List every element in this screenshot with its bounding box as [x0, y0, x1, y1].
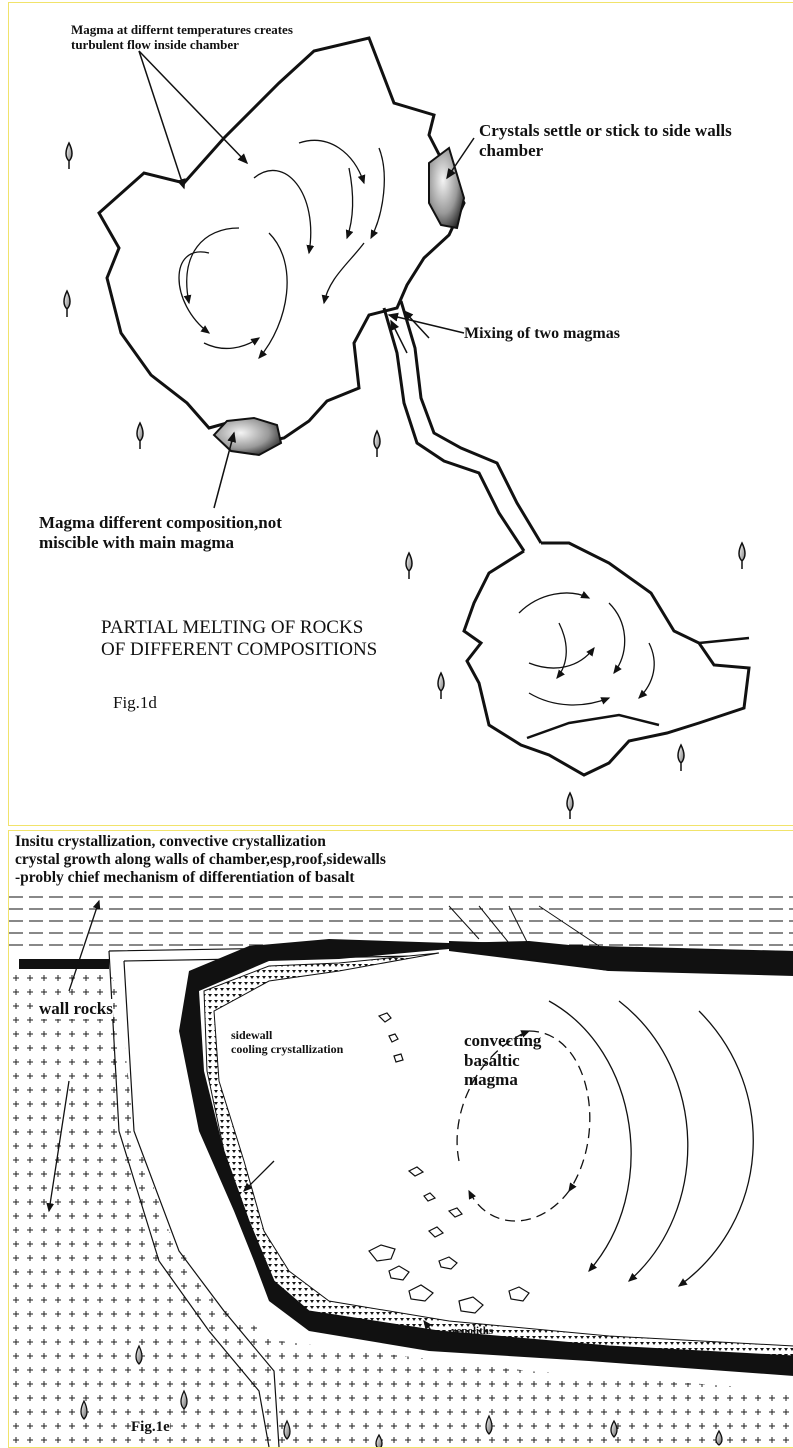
crystallized-wall: [179, 939, 793, 1376]
droplet-icon: [66, 143, 72, 169]
droplet-icon: [137, 423, 143, 449]
crystals-settle-label: Crystals settle or stick to side walls c…: [479, 121, 732, 160]
figure-1e-header: Insitu crystallization, convective cryst…: [15, 833, 386, 886]
wall-rock-droplets: [64, 143, 745, 819]
cumulate-layer: [204, 953, 793, 1356]
immiscible-magma-blob: [214, 418, 281, 455]
turbulent-flow-label: Magma at differnt temperatures creates t…: [71, 23, 293, 53]
convecting-magma-label: convecting basaltic magma: [464, 1031, 541, 1090]
sedimentary-strata: [9, 897, 793, 945]
droplet-icon: [739, 543, 745, 569]
immiscible-magma-label: Magma different composition,not miscible…: [39, 513, 282, 552]
wall-rocks-region: [9, 971, 793, 1447]
droplet-icon: [406, 553, 412, 579]
mixing-label: Mixing of two magmas: [464, 325, 620, 343]
figure-1d-label: Fig.1d: [113, 693, 157, 713]
droplet-icon: [64, 291, 70, 317]
droplet-icon: [438, 673, 444, 699]
xenoliths-label: xenoliths: [451, 1325, 493, 1338]
figure-1d-panel: Magma at differnt temperatures creates t…: [8, 2, 793, 826]
droplet-icon: [374, 431, 380, 457]
figure-1e-diagram: [9, 831, 793, 1447]
conduit-left-wall: [384, 308, 524, 551]
lower-magma-chamber: [464, 543, 749, 775]
figure-1e-panel: Insitu crystallization, convective cryst…: [8, 830, 793, 1448]
wall-rocks-label: wall rocks: [39, 999, 113, 1019]
figure-heading: PARTIAL MELTING OF ROCKS OF DIFFERENT CO…: [101, 617, 377, 661]
roof-band-left: [19, 959, 109, 969]
annotation-arrows: [139, 51, 474, 508]
droplet-icon: [678, 745, 684, 771]
convection-arrows-lower: [519, 593, 654, 705]
droplet-icon: [567, 793, 573, 819]
figure-1e-label: Fig.1e: [131, 1419, 170, 1436]
main-magma-chamber: [99, 38, 464, 443]
convection-arrows-main: [179, 140, 384, 358]
sidewall-label: sidewall cooling crystallization: [231, 1029, 343, 1057]
